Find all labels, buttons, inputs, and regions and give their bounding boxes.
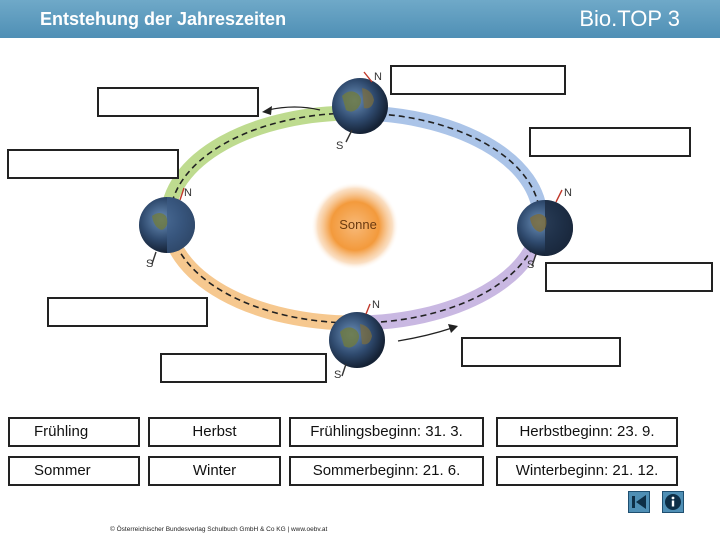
north-pole-label: N [372, 299, 380, 311]
season-orbit-diagram: Sonne N S N S N S N S [139, 71, 573, 381]
info-button[interactable] [662, 491, 684, 513]
word-card-summer-start[interactable]: Sommerbeginn: 21. 6. [289, 456, 484, 486]
north-pole-label: N [564, 187, 572, 199]
answer-blank-bottom-right[interactable] [461, 337, 621, 367]
answer-blank-top-right[interactable] [390, 65, 566, 95]
back-button[interactable] [628, 491, 650, 513]
word-card-spring-start[interactable]: Frühlingsbeginn: 31. 3. [289, 417, 484, 447]
answer-blank-bottom-left[interactable] [160, 353, 327, 383]
page-title: Entstehung der Jahreszeiten [40, 9, 287, 29]
word-card-autumn-start[interactable]: Herbstbeginn: 23. 9. [496, 417, 678, 447]
south-pole-label: S [336, 140, 343, 152]
info-icon [662, 491, 684, 513]
word-card-autumn[interactable]: Herbst [148, 417, 281, 447]
answer-blank-left-lower[interactable] [47, 297, 208, 327]
earth-left: N S [139, 187, 195, 270]
south-pole-label: S [334, 369, 341, 381]
back-icon [628, 491, 650, 513]
sun [311, 182, 399, 270]
copyright-notice: © Österreichischer Bundesverlag Schulbuc… [110, 526, 328, 533]
answer-blank-left-upper[interactable] [7, 149, 179, 179]
direction-arrow-bottom [397, 324, 458, 342]
south-pole-label: S [146, 258, 153, 270]
word-card-spring[interactable]: Frühling [8, 417, 140, 447]
answer-blank-right-lower[interactable] [545, 262, 713, 292]
brand-label: Bio.TOP 3 [579, 6, 680, 31]
answer-blank-right-upper[interactable] [529, 127, 691, 157]
direction-arrow-top [262, 106, 321, 115]
north-pole-label: N [184, 187, 192, 199]
earth-top: N S [332, 71, 388, 152]
earth-right: N S [517, 187, 573, 271]
south-pole-label: S [527, 259, 534, 271]
word-card-winter[interactable]: Winter [148, 456, 281, 486]
earth-bottom: N S [329, 299, 385, 381]
sun-label: Sonne [339, 217, 377, 232]
answer-blank-top-left[interactable] [97, 87, 259, 117]
word-card-winter-start[interactable]: Winterbeginn: 21. 12. [496, 456, 678, 486]
header-bar: Entstehung der Jahreszeiten Bio.TOP 3 [0, 0, 720, 38]
word-card-summer[interactable]: Sommer [8, 456, 140, 486]
north-pole-label: N [374, 71, 382, 83]
